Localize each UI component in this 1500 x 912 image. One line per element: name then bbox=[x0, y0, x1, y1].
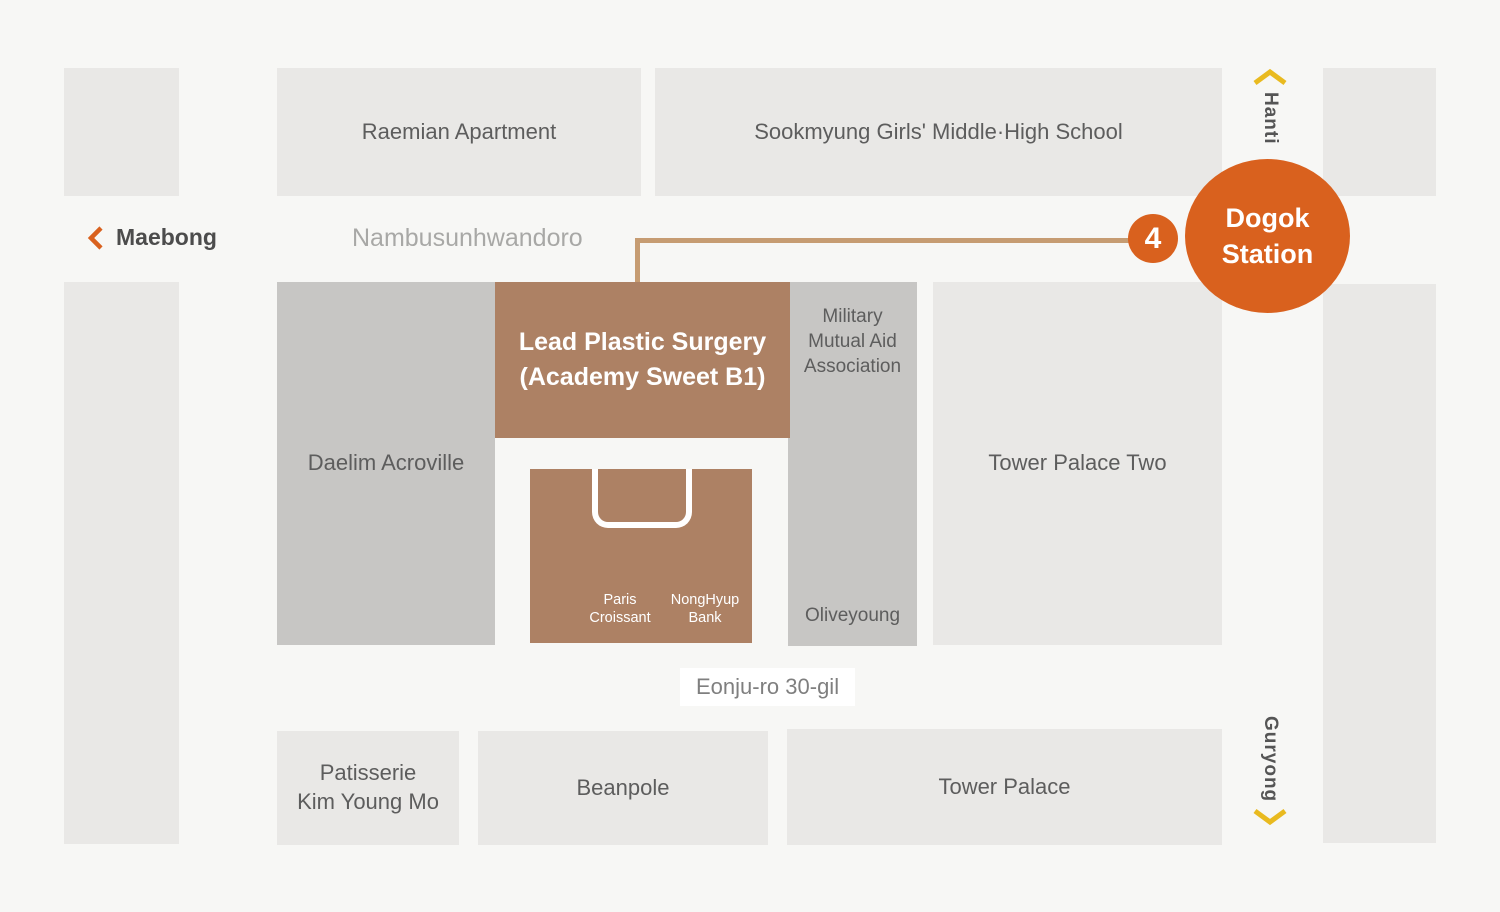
label-line: Dogok bbox=[1225, 202, 1310, 233]
block-label: Lead Plastic Surgery (Academy Sweet B1) bbox=[519, 325, 766, 395]
block-label: Tower Palace bbox=[938, 773, 1071, 799]
label-line: Lead Plastic Surgery bbox=[518, 328, 767, 356]
block-tower-palace-two: Tower Palace Two bbox=[933, 282, 1222, 645]
label-line: Kim Young Mo bbox=[297, 789, 439, 814]
block-label: Military Mutual Aid Association bbox=[804, 282, 901, 379]
block-label: Patisserie Kim Young Mo bbox=[297, 759, 439, 816]
road-maebong: Maebong bbox=[85, 224, 217, 251]
road-hanti: Hanti bbox=[1251, 68, 1289, 151]
road-label: Guryong bbox=[1260, 716, 1281, 803]
chevron-down-icon bbox=[1253, 809, 1287, 826]
label-line: Paris bbox=[603, 591, 637, 608]
block-label: Raemian Apartment bbox=[361, 118, 557, 144]
label-line: Station bbox=[1221, 239, 1314, 269]
route-line bbox=[635, 238, 1130, 284]
block-unlabeled-top-left bbox=[64, 68, 179, 196]
road-nambusunhwandoro: Nambusunhwandoro bbox=[352, 224, 583, 252]
block-military-mutual-aid: Military Mutual Aid Association Oliveyou… bbox=[788, 282, 917, 646]
station-name: Dogok Station bbox=[1222, 200, 1314, 273]
block-unlabeled-top-right bbox=[1323, 68, 1436, 196]
block-patisserie-kim-young-mo: Patisserie Kim Young Mo bbox=[277, 731, 459, 845]
block-clinic-annex: Paris Croissant NongHyup Bank bbox=[530, 469, 752, 643]
block-tower-palace: Tower Palace bbox=[787, 729, 1222, 845]
label-line: NongHyup bbox=[670, 591, 740, 608]
block-unlabeled-left bbox=[64, 282, 179, 844]
road-label: Hanti bbox=[1260, 92, 1281, 145]
road-label: Maebong bbox=[116, 224, 217, 250]
block-daelim-acroville: Daelim Acroville bbox=[277, 282, 495, 645]
road-eonju-ro-30-gil: Eonju-ro 30-gil bbox=[680, 668, 856, 706]
chevron-up-icon bbox=[1253, 68, 1287, 86]
block-label: Beanpole bbox=[576, 774, 670, 800]
label-line: Patisserie bbox=[319, 760, 417, 786]
label-line: Mutual Aid bbox=[808, 331, 897, 353]
chevron-left-icon bbox=[87, 225, 103, 250]
block-lead-plastic-surgery: Lead Plastic Surgery (Academy Sweet B1) bbox=[495, 282, 790, 438]
block-beanpole: Beanpole bbox=[478, 731, 768, 845]
tenant-nonghyup-bank: NongHyup Bank bbox=[663, 591, 747, 627]
tenant-paris-croissant: Paris Croissant bbox=[578, 591, 662, 627]
dogok-station-marker: Dogok Station bbox=[1185, 159, 1350, 313]
block-label: Tower Palace Two bbox=[988, 450, 1167, 476]
label-line: Croissant bbox=[589, 609, 651, 626]
block-label: Sookmyung Girls' Middle·High School bbox=[754, 118, 1123, 144]
entrance-driveway-shape bbox=[592, 469, 692, 528]
block-label: Daelim Acroville bbox=[307, 450, 465, 476]
label-line: Military bbox=[822, 306, 883, 327]
label-line: Association bbox=[803, 356, 902, 378]
block-sookmyung-school: Sookmyung Girls' Middle·High School bbox=[655, 68, 1222, 196]
block-raemian-apartment: Raemian Apartment bbox=[277, 68, 641, 196]
subway-line-4-badge: 4 bbox=[1128, 214, 1178, 263]
label-line: (Academy Sweet B1) bbox=[519, 363, 766, 391]
label-line: Bank bbox=[688, 609, 722, 626]
oliveyoung-label: Oliveyoung bbox=[804, 605, 901, 627]
road-guryong: Guryong bbox=[1251, 710, 1289, 826]
block-unlabeled-right bbox=[1323, 284, 1436, 843]
